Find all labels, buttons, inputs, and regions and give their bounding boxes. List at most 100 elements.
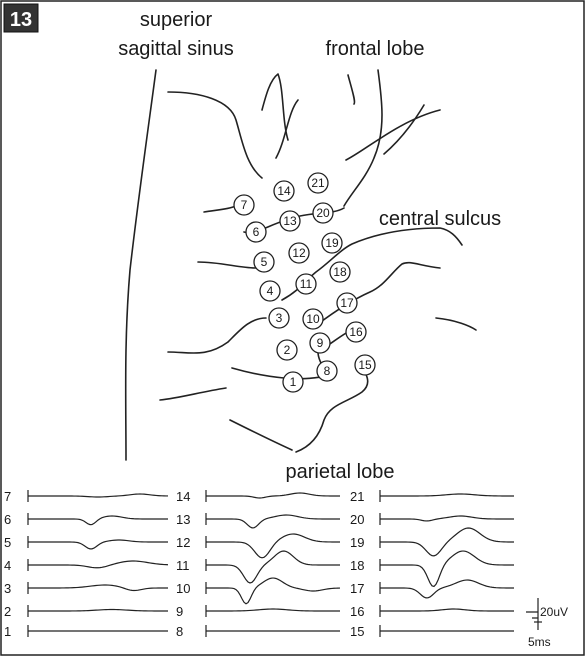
electrode-6: 6 [246,222,266,242]
electrode-18: 18 [330,262,350,282]
electrode-1: 1 [283,372,303,392]
trace-waveform [206,534,340,558]
electrode-label: 2 [284,343,291,357]
trace-row-21: 21 [350,489,514,504]
electrode-16: 16 [346,322,366,342]
label-frontal-lobe: frontal lobe [326,38,425,60]
trace-row-7: 7 [4,489,168,504]
electrode-label: 3 [276,311,283,325]
trace-number: 13 [176,512,190,527]
electrode-15: 15 [355,355,375,375]
trace-number: 5 [4,535,11,550]
figure-badge: 13 [4,4,38,32]
frontal-gyrus-5 [344,70,382,206]
electrode-label: 16 [349,325,363,339]
frontal-gyrus-2 [262,74,288,140]
trace-row-20: 20 [350,512,514,527]
electrode-10: 10 [303,309,323,329]
trace-number: 1 [4,624,11,639]
scale-time: 5ms [528,635,551,649]
trace-row-2: 2 [4,604,168,619]
electrode-19: 19 [322,233,342,253]
trace-number: 18 [350,558,364,573]
frontal-gyrus-6 [384,105,424,154]
gyrus-left-7 [204,206,236,212]
trace-waveform [380,580,514,598]
trace-number: 14 [176,489,190,504]
trace-waveform [206,493,340,498]
trace-waveform [380,494,514,496]
trace-number: 7 [4,489,11,504]
trace-waveform [28,494,168,497]
trace-row-19: 19 [350,528,514,556]
trace-number: 12 [176,535,190,550]
electrode-label: 18 [333,265,347,279]
electrode-label: 6 [253,225,260,239]
electrode-label: 5 [261,255,268,269]
sulcus-1-8 [232,368,330,379]
trace-number: 11 [176,558,190,573]
trace-waveform [28,540,168,549]
frontal-gyrus-4 [348,75,355,104]
trace-number: 19 [350,535,364,550]
electrode-label: 8 [324,364,331,378]
electrode-grid: 123456789101112131415161718192021 [234,173,375,392]
scale-bar: 20uV 5ms [526,598,568,649]
electrode-2: 2 [277,340,297,360]
trace-waveform [206,609,340,611]
trace-number: 21 [350,489,364,504]
trace-number: 6 [4,512,11,527]
trace-number: 3 [4,581,11,596]
trace-row-9: 9 [176,604,340,619]
electrode-5: 5 [254,252,274,272]
trace-row-10: 10 [176,578,340,604]
trace-waveform [206,578,340,604]
brain-sketch [126,70,476,460]
electrode-label: 21 [311,176,325,190]
parietal-gyrus-2 [230,420,292,450]
electrode-label: 20 [316,206,330,220]
scale-bar-lines [526,598,538,630]
trace-number: 16 [350,604,364,619]
electrode-20: 20 [313,203,333,223]
trace-waveform [206,515,340,528]
electrode-8: 8 [317,361,337,381]
trace-row-8: 8 [176,624,340,639]
frontal-gyrus-3 [276,100,298,158]
gyrus-3-left [168,318,266,353]
trace-number: 10 [176,581,190,596]
electrode-11: 11 [296,274,316,294]
trace-waveform [28,516,168,525]
electrode-label: 15 [358,358,372,372]
trace-waveform [28,585,168,591]
trace-number: 20 [350,512,364,527]
trace-number: 15 [350,624,364,639]
electrode-label: 7 [241,198,248,212]
trace-number: 4 [4,558,11,573]
trace-row-1: 1 [4,624,168,639]
trace-number: 17 [350,581,364,596]
badge-number: 13 [10,9,32,31]
trace-row-5: 5 [4,535,168,550]
electrode-label: 14 [277,184,291,198]
trace-row-17: 17 [350,580,514,598]
electrode-17: 17 [337,293,357,313]
sagittal-sinus-line [126,70,156,460]
parietal-gyrus-3 [160,388,226,400]
trace-number: 2 [4,604,11,619]
trace-waveform [380,551,514,586]
trace-waveform [380,528,514,556]
trace-waveform [28,561,168,568]
evoked-potential-traces: 765432114131211109821201918171615 [4,489,514,639]
electrode-label: 13 [283,214,297,228]
trace-row-13: 13 [176,512,340,528]
frontal-gyrus-7 [346,110,440,160]
electrode-label: 17 [340,296,354,310]
scale-amplitude: 20uV [540,605,568,619]
electrode-label: 12 [292,246,306,260]
electrode-13: 13 [280,211,300,231]
trace-row-4: 4 [4,558,168,573]
trace-row-12: 12 [176,534,340,558]
